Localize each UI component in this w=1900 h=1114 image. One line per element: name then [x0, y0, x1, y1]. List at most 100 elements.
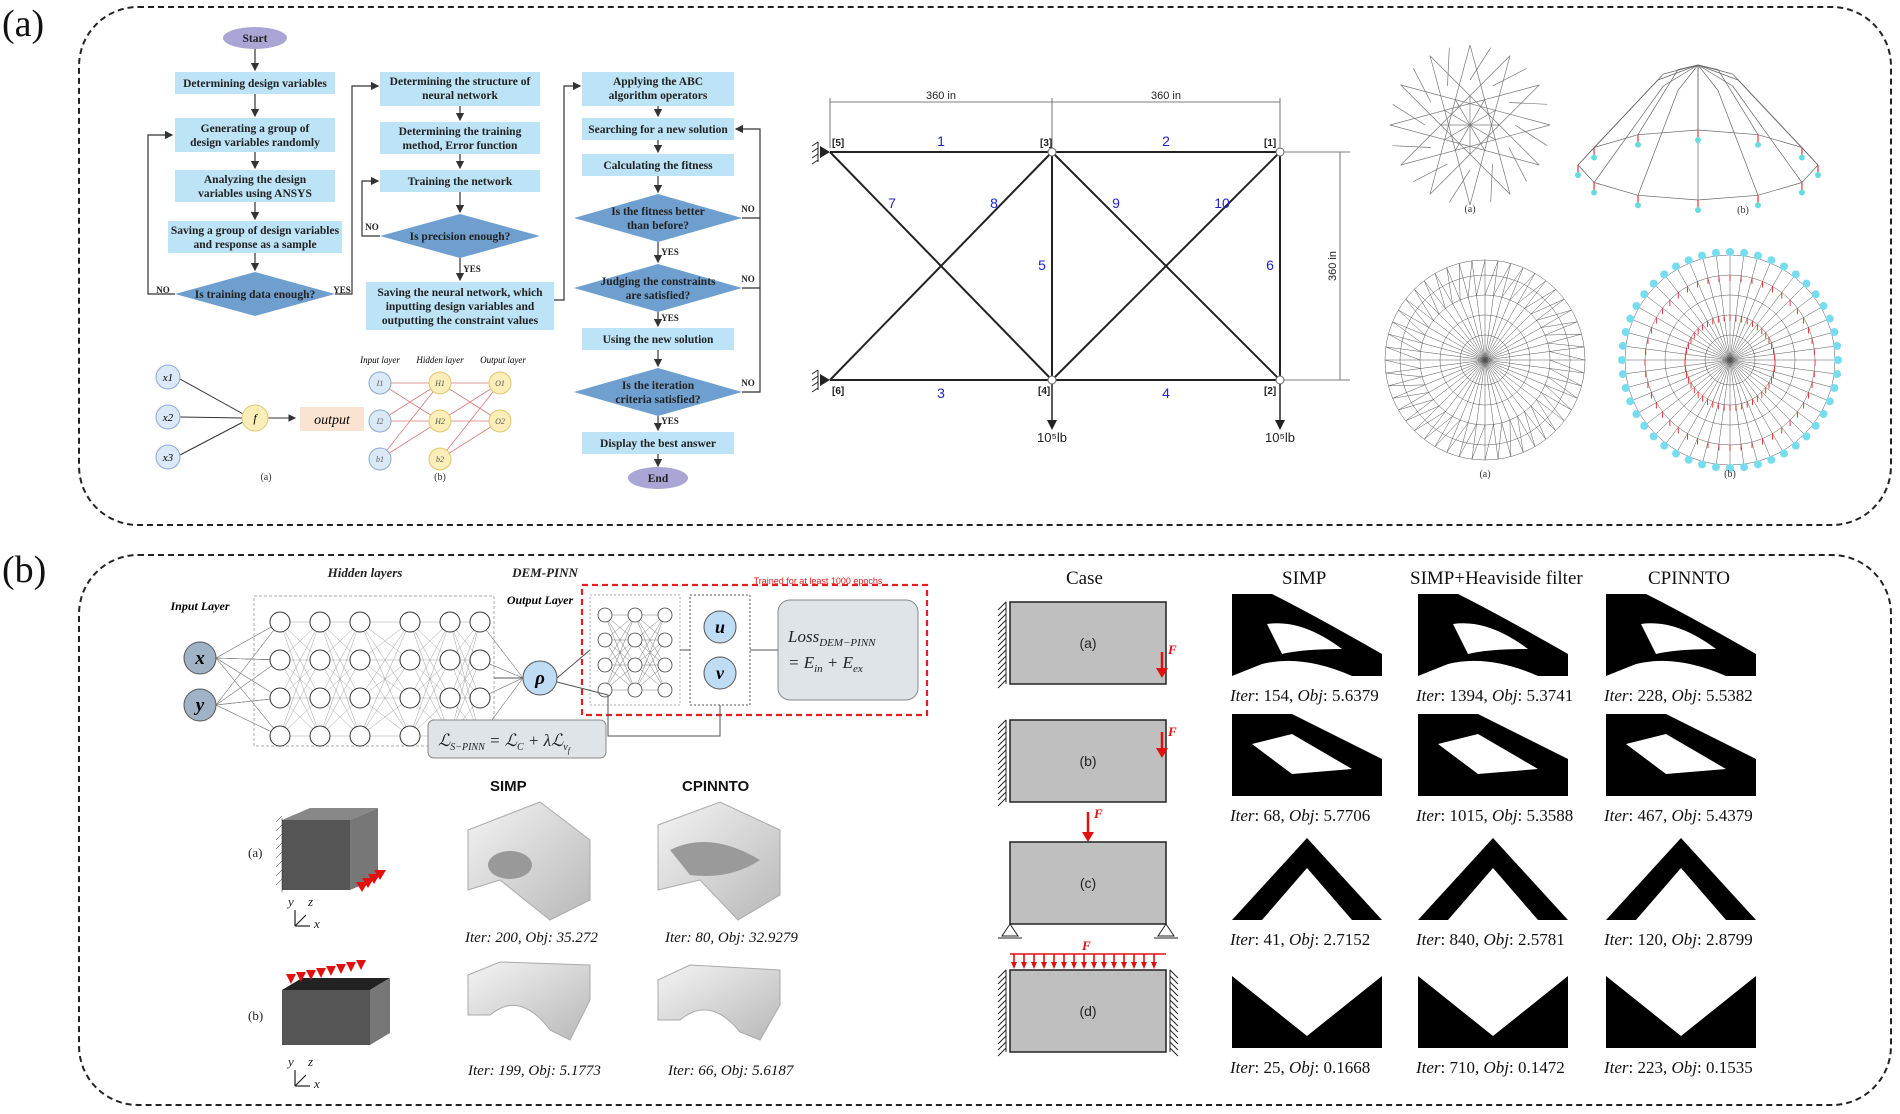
panel-a	[78, 6, 1892, 526]
dome-caption-2: (b)	[1737, 205, 1749, 216]
fc3-yes-1: YES	[661, 247, 679, 257]
neuron-f: f	[253, 411, 258, 425]
panel-b	[78, 554, 1892, 1106]
fc1-step-3b: variables using ANSYS	[198, 188, 312, 200]
fc2-yes: YES	[463, 264, 481, 274]
truss-member-7: 7	[888, 195, 896, 211]
topology-caption-r2-c3: Iter: 467, Obj: 5.4379	[1604, 806, 1753, 825]
3d-header-simp: SIMP	[490, 778, 527, 795]
header-case: Case	[1066, 568, 1103, 589]
case-label-c: (c)	[1080, 875, 1096, 891]
fc3-decision-1b: than before?	[627, 220, 689, 232]
ten-bar-truss: 360 in 360 in 360 in [5] [3] [1] [6] [4]…	[811, 90, 1350, 445]
topology-r4-c2	[1418, 966, 1568, 1048]
topology-r3-c1	[1232, 838, 1382, 920]
axis-y-a: y	[286, 894, 294, 909]
loss-dem-eq: = Ein + Eex	[788, 653, 863, 675]
3d-case-a: (a)	[248, 845, 262, 860]
pinn-y-node: y	[194, 695, 205, 716]
fc2-step-2b: method, Error function	[403, 140, 518, 152]
topology-caption-r3-c2: Iter: 840, Obj: 2.5781	[1416, 930, 1565, 949]
truss-dim-right: 360 in	[1151, 90, 1181, 102]
pinn-v-node: v	[716, 663, 725, 683]
fc2-final-a: Saving the neural network, which	[377, 287, 543, 299]
fc2-decision	[380, 214, 540, 258]
start-terminal	[223, 27, 287, 49]
topology-r3-c2	[1418, 838, 1568, 920]
truss-member-10: 10	[1214, 195, 1230, 211]
topology-r4-c3	[1606, 966, 1756, 1048]
fc1-step-3a: Analyzing the design	[204, 174, 307, 186]
fc3-step-3: Calculating the fitness	[603, 160, 713, 172]
case-label-d: (d)	[1079, 1003, 1096, 1019]
truss-node-5: [5]	[832, 138, 844, 149]
fc2-no: NO	[365, 222, 379, 232]
neuron-caption: (a)	[260, 472, 271, 483]
truss-dim-left: 360 in	[926, 90, 956, 102]
header-simp-heaviside: SIMP+Heaviside filter	[1410, 568, 1583, 589]
nn-node-b1: b1	[376, 455, 384, 464]
fc3-decision-3a: Is the iteration	[622, 380, 695, 392]
header-cpinnto: CPINNTO	[1648, 568, 1730, 589]
nn-input-layer-label: Input layer	[359, 355, 400, 365]
fc1-step-4b: and response as a sample	[193, 239, 316, 251]
neuron-input-x1: x1	[162, 372, 173, 384]
star-dome-3d: (b)	[1575, 64, 1821, 216]
nn-output-layer-label: Output layer	[480, 355, 526, 365]
fc3-decision-2a: Judging the constraints	[600, 276, 716, 288]
truss-node-1: [1]	[1264, 138, 1276, 149]
topology-r1-c2	[1418, 594, 1568, 676]
topology-r1-c3	[1606, 594, 1756, 676]
topology-caption-r2-c2: Iter: 1015, Obj: 5.3588	[1416, 806, 1574, 825]
neuron-output: output	[314, 413, 351, 428]
nn-node-o2: O2	[495, 417, 505, 426]
pinn-x-node: x	[194, 648, 205, 669]
fc2-decision-text: Is precision enough?	[410, 231, 511, 243]
start-text: Start	[243, 33, 268, 45]
fc3-use: Using the new solution	[603, 334, 714, 346]
topology-r3-c3	[1606, 838, 1756, 920]
pinn-input-label: Input Layer	[169, 599, 229, 613]
topology-caption-r2-c1: Iter: 68, Obj: 5.7706	[1230, 806, 1371, 825]
fc1-step-2b: design variables randomly	[190, 137, 320, 149]
topology-caption-r3-c1: Iter: 41, Obj: 2.7152	[1230, 930, 1371, 949]
3d-caption-2: Iter: 80, Obj: 32.9279	[665, 930, 798, 946]
axis-y-b: y	[286, 1054, 294, 1069]
topology-r4-c1	[1232, 966, 1382, 1048]
axis-z-a: z	[307, 894, 313, 909]
ribbed-dome-3d: (b)	[1618, 248, 1842, 480]
3d-results	[467, 801, 781, 1041]
pinn-output-label: Output Layer	[507, 593, 574, 607]
truss-node-3: [3]	[1040, 138, 1052, 149]
fc1-decision-text: Is training data enough?	[195, 289, 316, 301]
small-neural-network: Input layer Hidden layer Output layer I1…	[359, 355, 526, 483]
fc1-step-2a: Generating a group of	[201, 123, 310, 135]
fc2-step-2a: Determining the training	[399, 126, 522, 138]
3d-caption-1: Iter: 200, Obj: 35.272	[465, 930, 598, 946]
truss-node-4: [4]	[1038, 386, 1050, 397]
topology-r2-c3	[1606, 714, 1756, 796]
3d-case-labels: (a) (b) y z x y z x	[248, 808, 390, 1091]
truss-member-2: 2	[1162, 133, 1170, 149]
truss-member-5: 5	[1038, 257, 1046, 273]
neuron-input-x2: x2	[162, 412, 174, 424]
nn-caption: (b)	[434, 472, 446, 483]
dome-caption-1: (a)	[1464, 204, 1475, 215]
truss-member-8: 8	[990, 195, 998, 211]
nn-node-i1: I1	[376, 379, 384, 388]
topology-caption-r1-c2: Iter: 1394, Obj: 5.3741	[1416, 686, 1574, 705]
dem-pinn-box	[580, 583, 929, 717]
axis-z-b: z	[307, 1054, 313, 1069]
force-c: F	[1093, 806, 1103, 821]
fc1-step-4a: Saving a group of design variables	[171, 225, 340, 237]
pinn-architecture: DEM-PINN Hidden layers Input Layer Outpu…	[169, 565, 929, 759]
nn-node-h2: H2	[434, 417, 445, 426]
nn-node-i2: I2	[376, 417, 384, 426]
fc2-final-c: outputting the constraint values	[382, 315, 539, 327]
truss-member-3: 3	[937, 385, 945, 401]
fc1-decision	[175, 272, 335, 316]
case-label-b: (b)	[1079, 753, 1096, 769]
fc2-step-3: Training the network	[408, 176, 513, 188]
truss-load-4: 10⁵lb	[1037, 430, 1067, 445]
